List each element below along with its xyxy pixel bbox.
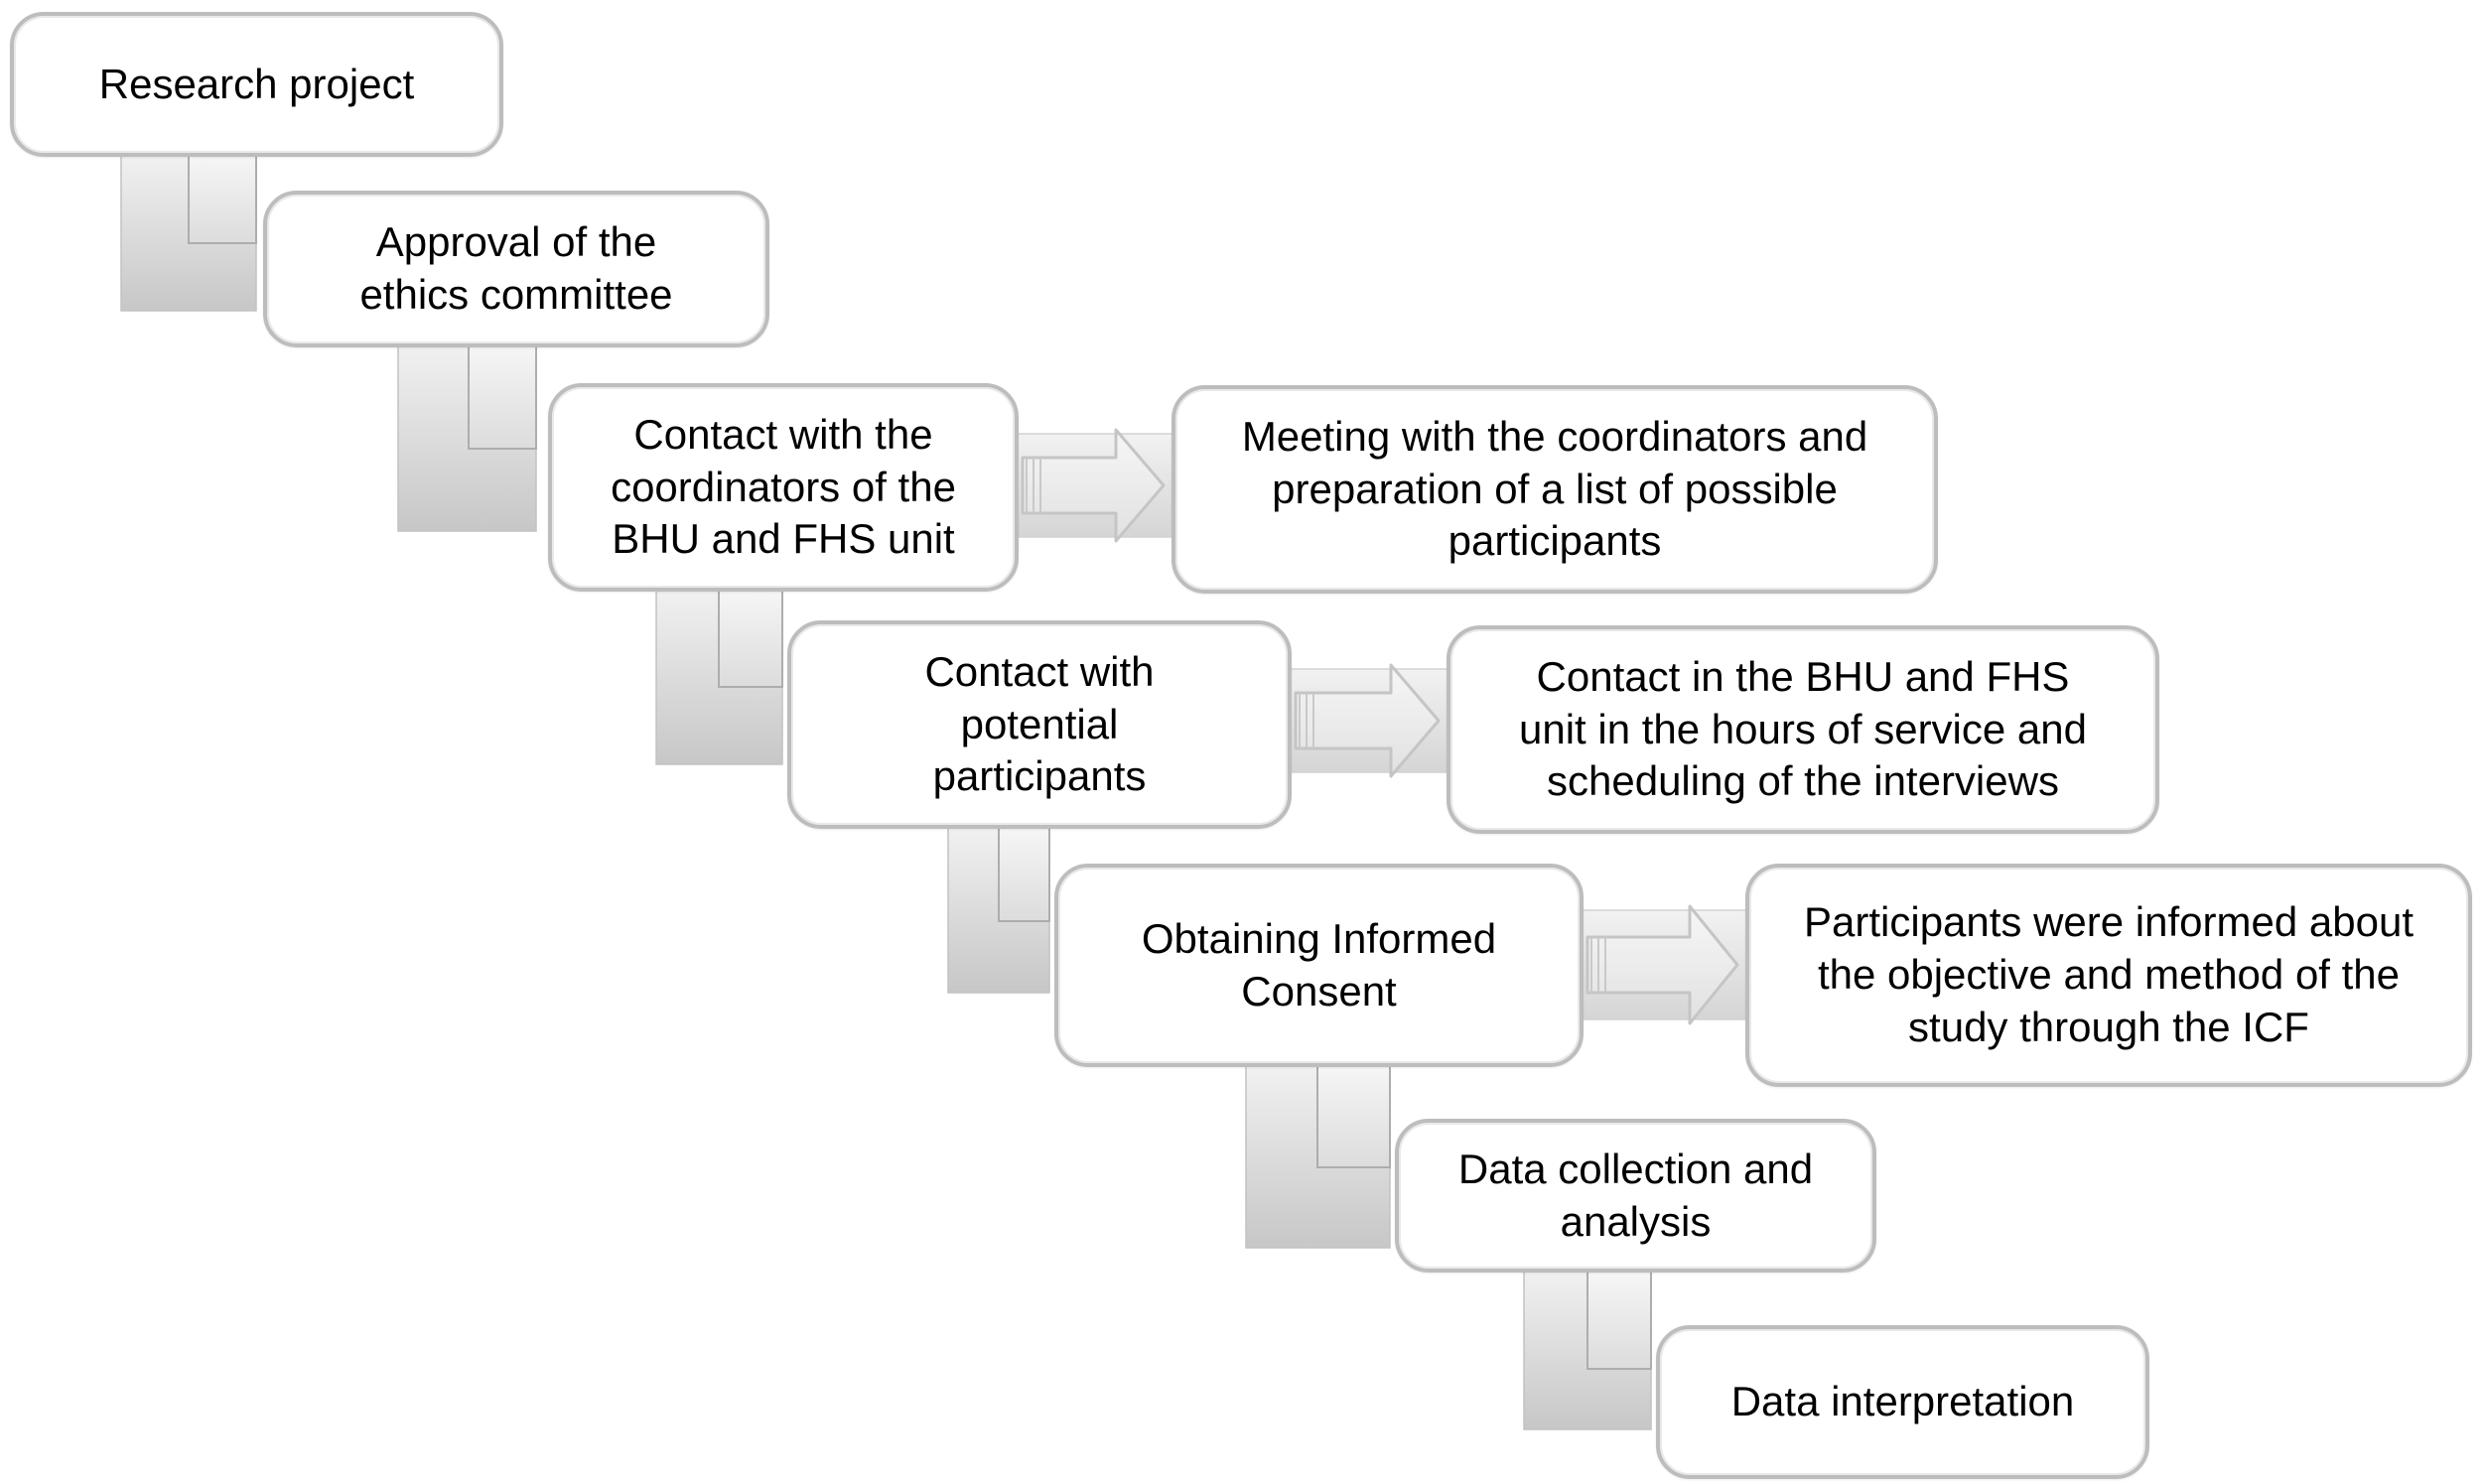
- flow-node-label: Meeting with the coordinators and prepar…: [1241, 412, 1868, 565]
- flow-node-label: Obtaining Informed Consent: [1141, 914, 1497, 1014]
- flow-node-label: Data interpretation: [1730, 1378, 2075, 1425]
- flow-node-label: Research project: [98, 60, 415, 107]
- flow-node-label: Contact in the BHU and FHS unit in the h…: [1518, 652, 2087, 805]
- arrow-connector-contact-to-bhu: [1289, 663, 1453, 778]
- flow-node-data-interpretation: Data interpretation: [1656, 1325, 2149, 1479]
- flow-node-informed-consent: Obtaining Informed Consent: [1054, 864, 1584, 1067]
- flow-node-label: Contact with potential participants: [924, 647, 1155, 800]
- flow-node-ethics-approval: Approval of the ethics committee: [263, 191, 769, 347]
- step-connector-contact-to-consent: [947, 827, 1050, 994]
- flow-node-contact-participants: Contact with potential participants: [787, 620, 1292, 829]
- flow-node-participants-informed: Participants were informed about the obj…: [1745, 864, 2472, 1087]
- step-connector-ethics-to-coordinators: [397, 344, 537, 532]
- flow-node-research-project: Research project: [10, 12, 503, 157]
- flow-node-meeting-coordinators: Meeting with the coordinators and prepar…: [1172, 385, 1938, 594]
- flow-node-label: Contact with the coordinators of the BHU…: [611, 410, 956, 563]
- arrow-connector-coordinators-to-meeting: [1016, 428, 1178, 543]
- flow-node-contact-coordinators: Contact with the coordinators of the BHU…: [548, 383, 1019, 592]
- step-connector-coordinators-to-contact: [655, 589, 783, 765]
- flow-node-label: Approval of the ethics committee: [359, 218, 673, 318]
- flow-node-label: Data collection and analysis: [1457, 1145, 1814, 1245]
- step-connector-collection-to-interpretation: [1523, 1271, 1652, 1430]
- flow-node-contact-bhu-fhs: Contact in the BHU and FHS unit in the h…: [1447, 625, 2159, 834]
- flow-node-data-collection: Data collection and analysis: [1395, 1119, 1876, 1273]
- step-connector-research-to-ethics: [120, 155, 257, 312]
- step-connector-consent-to-collection: [1245, 1065, 1391, 1249]
- arrow-connector-consent-to-informed: [1581, 904, 1752, 1025]
- flow-node-label: Participants were informed about the obj…: [1804, 898, 2413, 1050]
